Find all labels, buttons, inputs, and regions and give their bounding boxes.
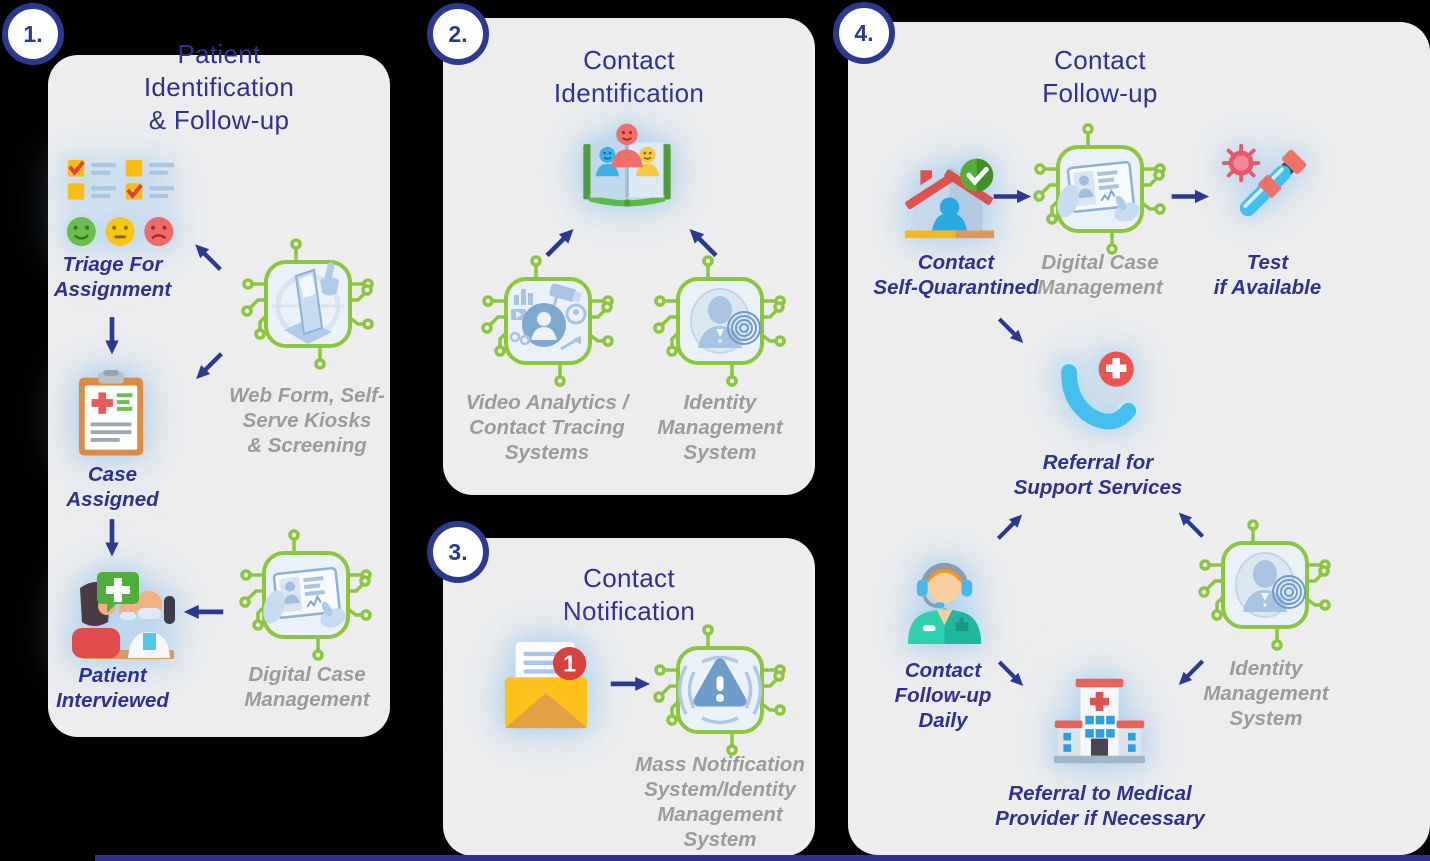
label-case-assigned: Case Assigned bbox=[66, 463, 159, 511]
label-patient-interviewed: Patient Interviewed bbox=[56, 664, 169, 712]
label-contact-follow-up-daily: Contact Follow-up Daily bbox=[894, 659, 992, 732]
virus bbox=[1221, 143, 1261, 183]
panel-title-1: Patient Identification & Follow-up bbox=[143, 39, 295, 136]
arrow-kiosk-to-case bbox=[196, 352, 223, 380]
label-referral-medical-provider: Referral to Medical Provider if Necessar… bbox=[995, 782, 1205, 830]
arrow-triage-to-case bbox=[105, 317, 119, 355]
phone-medical-icon bbox=[1058, 351, 1139, 430]
arrow-identity-to-hospital bbox=[1178, 659, 1205, 685]
arrow-kiosk-to-triage bbox=[195, 244, 222, 271]
identity-chip-icon-2 bbox=[1195, 515, 1335, 655]
label-identity-management-2: Identity Management System bbox=[657, 391, 783, 464]
label-test-if-available: Test if Available bbox=[1213, 251, 1322, 299]
contacts-book-icon bbox=[583, 123, 671, 207]
panel-contact-identification bbox=[443, 18, 815, 495]
label-mass-notification: Mass Notification System/Identity Manage… bbox=[635, 753, 805, 851]
notification-count: 1 bbox=[563, 650, 576, 676]
label-digital-case-management-1: Digital Case Management bbox=[244, 663, 370, 711]
panel-number-3-text: 3. bbox=[448, 538, 468, 565]
arrow-identity-to-referral bbox=[1178, 512, 1205, 538]
arrow-envelope-to-alert bbox=[610, 676, 651, 691]
identity-chip-icon bbox=[650, 251, 790, 391]
video-analytics-chip-icon bbox=[478, 251, 618, 391]
sentiment-faces bbox=[66, 217, 174, 247]
pointing-hand bbox=[320, 262, 339, 296]
cctv-camera bbox=[549, 283, 582, 307]
clipboard-case-icon bbox=[78, 370, 144, 456]
label-triage-for-assignment: Triage For Assignment bbox=[53, 253, 172, 301]
label-web-form-kiosks: Web Form, Self- Serve Kiosks & Screening bbox=[229, 384, 385, 457]
panel-number-4-text: 4. bbox=[854, 19, 874, 46]
arrow-video-to-book bbox=[545, 228, 574, 258]
label-contact-self-quarantined: Contact Self-Quarantined bbox=[873, 251, 1039, 299]
fingerprint bbox=[727, 311, 761, 345]
headset-agent-icon bbox=[907, 562, 982, 645]
alert-chip-icon bbox=[650, 620, 790, 760]
triage-checklist-icon bbox=[66, 160, 175, 247]
panel-number-3: 3. bbox=[427, 521, 489, 583]
patient-interview-icon bbox=[72, 572, 175, 659]
panel-title-4: Contact Follow-up bbox=[1042, 45, 1158, 109]
arrow-identity-to-book bbox=[689, 228, 718, 258]
label-video-analytics: Video Analytics / Contact Tracing System… bbox=[465, 391, 629, 464]
panel-number-2: 2. bbox=[427, 3, 489, 65]
arrow-house-to-referral bbox=[997, 317, 1024, 343]
hospital-icon bbox=[1053, 678, 1146, 764]
kiosk-chip-icon bbox=[238, 234, 378, 374]
panel-title-2: Contact Identification bbox=[553, 45, 705, 109]
bottom-rule bbox=[95, 855, 1430, 861]
panel-number-4: 4. bbox=[833, 2, 895, 64]
arrow-dcm-to-patient bbox=[183, 604, 224, 619]
label-digital-case-management-2: Digital Case Management bbox=[1037, 251, 1163, 299]
tablet-chip-icon-2 bbox=[1030, 119, 1170, 259]
panel-number-1: 1. bbox=[2, 3, 64, 65]
sonar-waves bbox=[677, 655, 763, 725]
label-identity-management-4: Identity Management System bbox=[1203, 657, 1329, 730]
label-referral-support-services: Referral for Support Services bbox=[1013, 451, 1183, 499]
arrow-case-to-patient bbox=[105, 519, 119, 557]
arrow-daily-to-hospital bbox=[997, 660, 1024, 686]
arrow-dcm-to-test bbox=[1171, 189, 1210, 204]
tablet-chip-icon bbox=[236, 525, 376, 665]
arrow-daily-to-referral bbox=[996, 514, 1023, 540]
panel-number-2-text: 2. bbox=[448, 20, 468, 47]
panel-number-1-text: 1. bbox=[23, 20, 43, 47]
arrow-house-to-dcm bbox=[993, 189, 1032, 204]
fingerprint bbox=[1272, 575, 1306, 609]
envelope-notification-icon: 1 bbox=[504, 641, 588, 729]
test-tube-virus-icon bbox=[1221, 143, 1307, 217]
house-quarantine-icon bbox=[904, 158, 995, 239]
checklist-rows bbox=[67, 160, 175, 200]
panel-title-3: Contact Notification bbox=[562, 563, 696, 627]
